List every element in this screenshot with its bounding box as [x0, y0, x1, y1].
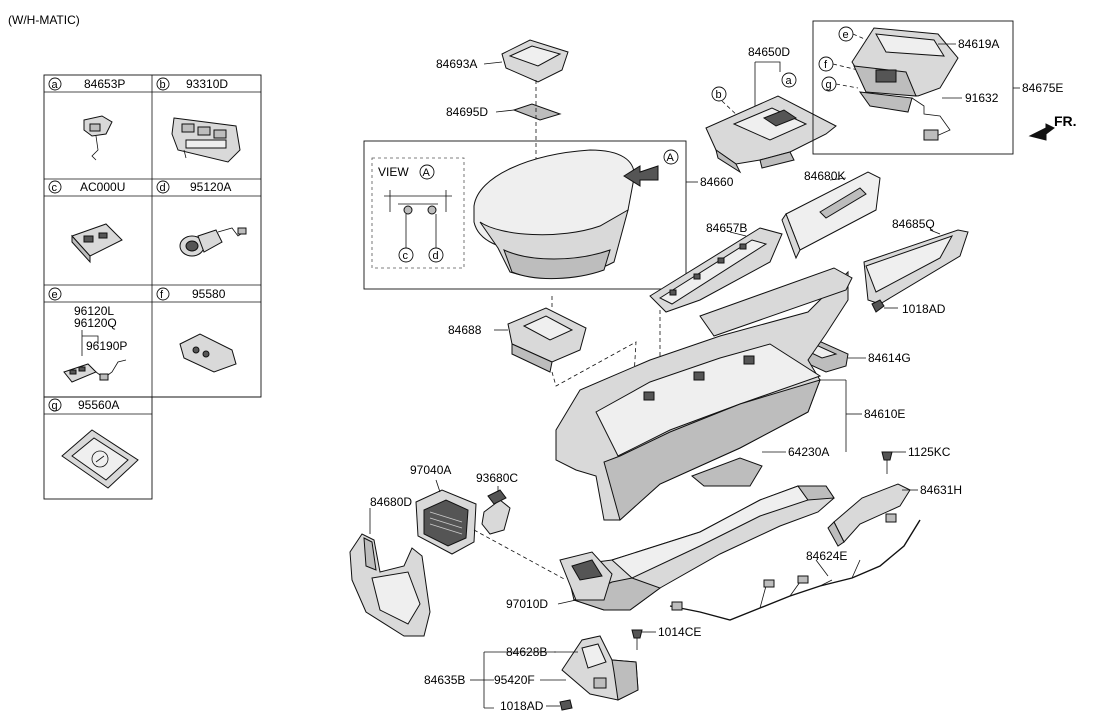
label-84680D: 84680D — [370, 495, 412, 509]
label-84635B: 84635B — [424, 673, 465, 687]
legend-cell-f: f 95580 — [156, 287, 237, 373]
callout-g: g — [826, 79, 832, 91]
legend-table: a 84653P b 93310D c — [43, 74, 262, 500]
screw-1018AD-bottom — [546, 699, 573, 711]
bracket-84628B — [561, 635, 639, 701]
label-84680K: 84680K — [804, 169, 845, 183]
arrow-view-a — [623, 165, 659, 187]
label-64230A: 64230A — [788, 445, 829, 459]
label-84685Q: 84685Q — [892, 217, 935, 231]
armrest-lid-84660 — [473, 149, 635, 279]
bracket-84631H — [827, 483, 918, 547]
usb-cable-icon — [63, 359, 127, 383]
switch-93680C — [481, 486, 511, 535]
legend-key-g: g — [52, 400, 58, 412]
legend-part-c: AC000U — [80, 180, 125, 194]
switch-icon — [83, 115, 113, 161]
label-84624E: 84624E — [806, 549, 847, 563]
legend-cell-a: a 84653P — [48, 77, 125, 161]
label-84660: 84660 — [700, 175, 734, 189]
label-84688: 84688 — [448, 323, 482, 337]
armrest-group: VIEW A c d A — [363, 140, 698, 290]
arrow-marker: A — [667, 152, 675, 164]
screw-1125KC — [881, 451, 906, 474]
label-84628B: 84628B — [506, 645, 547, 659]
legend-cell-e: e 96120L 96120Q 96190P — [48, 287, 127, 383]
legend-part-f: 95580 — [192, 287, 226, 301]
view-label: VIEW — [378, 165, 409, 179]
bracket-84688 — [494, 307, 587, 373]
switch-panel-icon — [171, 117, 241, 163]
label-91632: 91632 — [965, 91, 999, 105]
mat-84695D — [495, 103, 562, 121]
legend-part-g: 95560A — [78, 398, 119, 412]
label-93680C: 93680C — [476, 471, 518, 485]
label-84675E: 84675E — [1022, 81, 1063, 95]
bracket-64230A — [691, 451, 786, 487]
screw-1014CE — [631, 629, 656, 650]
label-95420F: 95420F — [494, 673, 535, 687]
callout-e: e — [843, 29, 849, 41]
callout-b: b — [716, 89, 722, 101]
label-84610E: 84610E — [864, 407, 905, 421]
front-direction-label: FR. — [1054, 113, 1077, 129]
side-panel-84680K — [781, 171, 881, 260]
upper-trim-84657B — [649, 227, 783, 313]
legend-sub-e-3: 96190P — [86, 339, 127, 353]
label-84657B: 84657B — [706, 221, 747, 235]
main-console-84610E — [555, 267, 862, 521]
label-84693A: 84693A — [436, 57, 477, 71]
legend-key-d: d — [160, 182, 166, 194]
legend-part-b: 93310D — [186, 77, 228, 91]
air-duct-97010D — [557, 485, 835, 611]
legend-key-c: c — [52, 182, 58, 194]
legend-sub-e-2: 96120Q — [74, 316, 117, 330]
smart-key-icon — [179, 333, 237, 373]
front-direction-arrow — [1028, 123, 1055, 141]
legend-part-a: 84653P — [84, 77, 125, 91]
wireless-charger-icon — [61, 429, 139, 489]
callout-f: f — [824, 59, 828, 71]
label-97040A: 97040A — [410, 463, 451, 477]
label-84695D: 84695D — [446, 105, 488, 119]
label-84619A: 84619A — [958, 37, 999, 51]
legend-key-e: e — [52, 289, 58, 301]
variant-label: (W/H-MATIC) — [8, 13, 80, 27]
label-1018AD-bottom: 1018AD — [500, 699, 544, 713]
legend-cell-c: c AC000U — [48, 180, 125, 264]
legend-key-b: b — [160, 79, 166, 91]
power-outlet-icon — [179, 227, 247, 257]
aux-jack-icon — [71, 223, 123, 264]
view-marker: A — [423, 167, 431, 179]
side-cover-84685Q — [863, 229, 969, 305]
label-84631H: 84631H — [920, 483, 962, 497]
charger-tray-84619A — [851, 27, 959, 113]
label-97010D: 97010D — [506, 597, 548, 611]
legend-cell-b: b 93310D — [156, 77, 241, 163]
label-84650D: 84650D — [748, 45, 790, 59]
wiring-84624E — [669, 513, 921, 621]
rear-vent-97040A — [415, 479, 477, 555]
screw-1018AD-top — [871, 299, 898, 313]
tray-84693A — [483, 39, 569, 83]
legend-key-f: f — [160, 289, 164, 301]
legend-part-d: 95120A — [190, 180, 231, 194]
label-1014CE: 1014CE — [658, 625, 701, 639]
label-1125KC: 1125KC — [908, 445, 951, 459]
side-panel-84680D — [349, 508, 431, 637]
label-1018AD-top: 1018AD — [902, 302, 946, 316]
legend-cell-g: g 95560A — [48, 398, 139, 489]
callout-a: a — [786, 75, 793, 87]
legend-key-a: a — [52, 79, 59, 91]
wireless-charger-box: e f g — [812, 20, 1020, 155]
view-a-bracket — [384, 190, 452, 248]
callout-d: d — [433, 250, 439, 262]
shift-bezel-84650D — [705, 95, 837, 174]
legend-cell-d: d 95120A — [156, 180, 247, 257]
callout-c: c — [403, 250, 409, 262]
legend-sub-e-1: 96120L — [74, 304, 114, 318]
label-84614G: 84614G — [868, 351, 911, 365]
